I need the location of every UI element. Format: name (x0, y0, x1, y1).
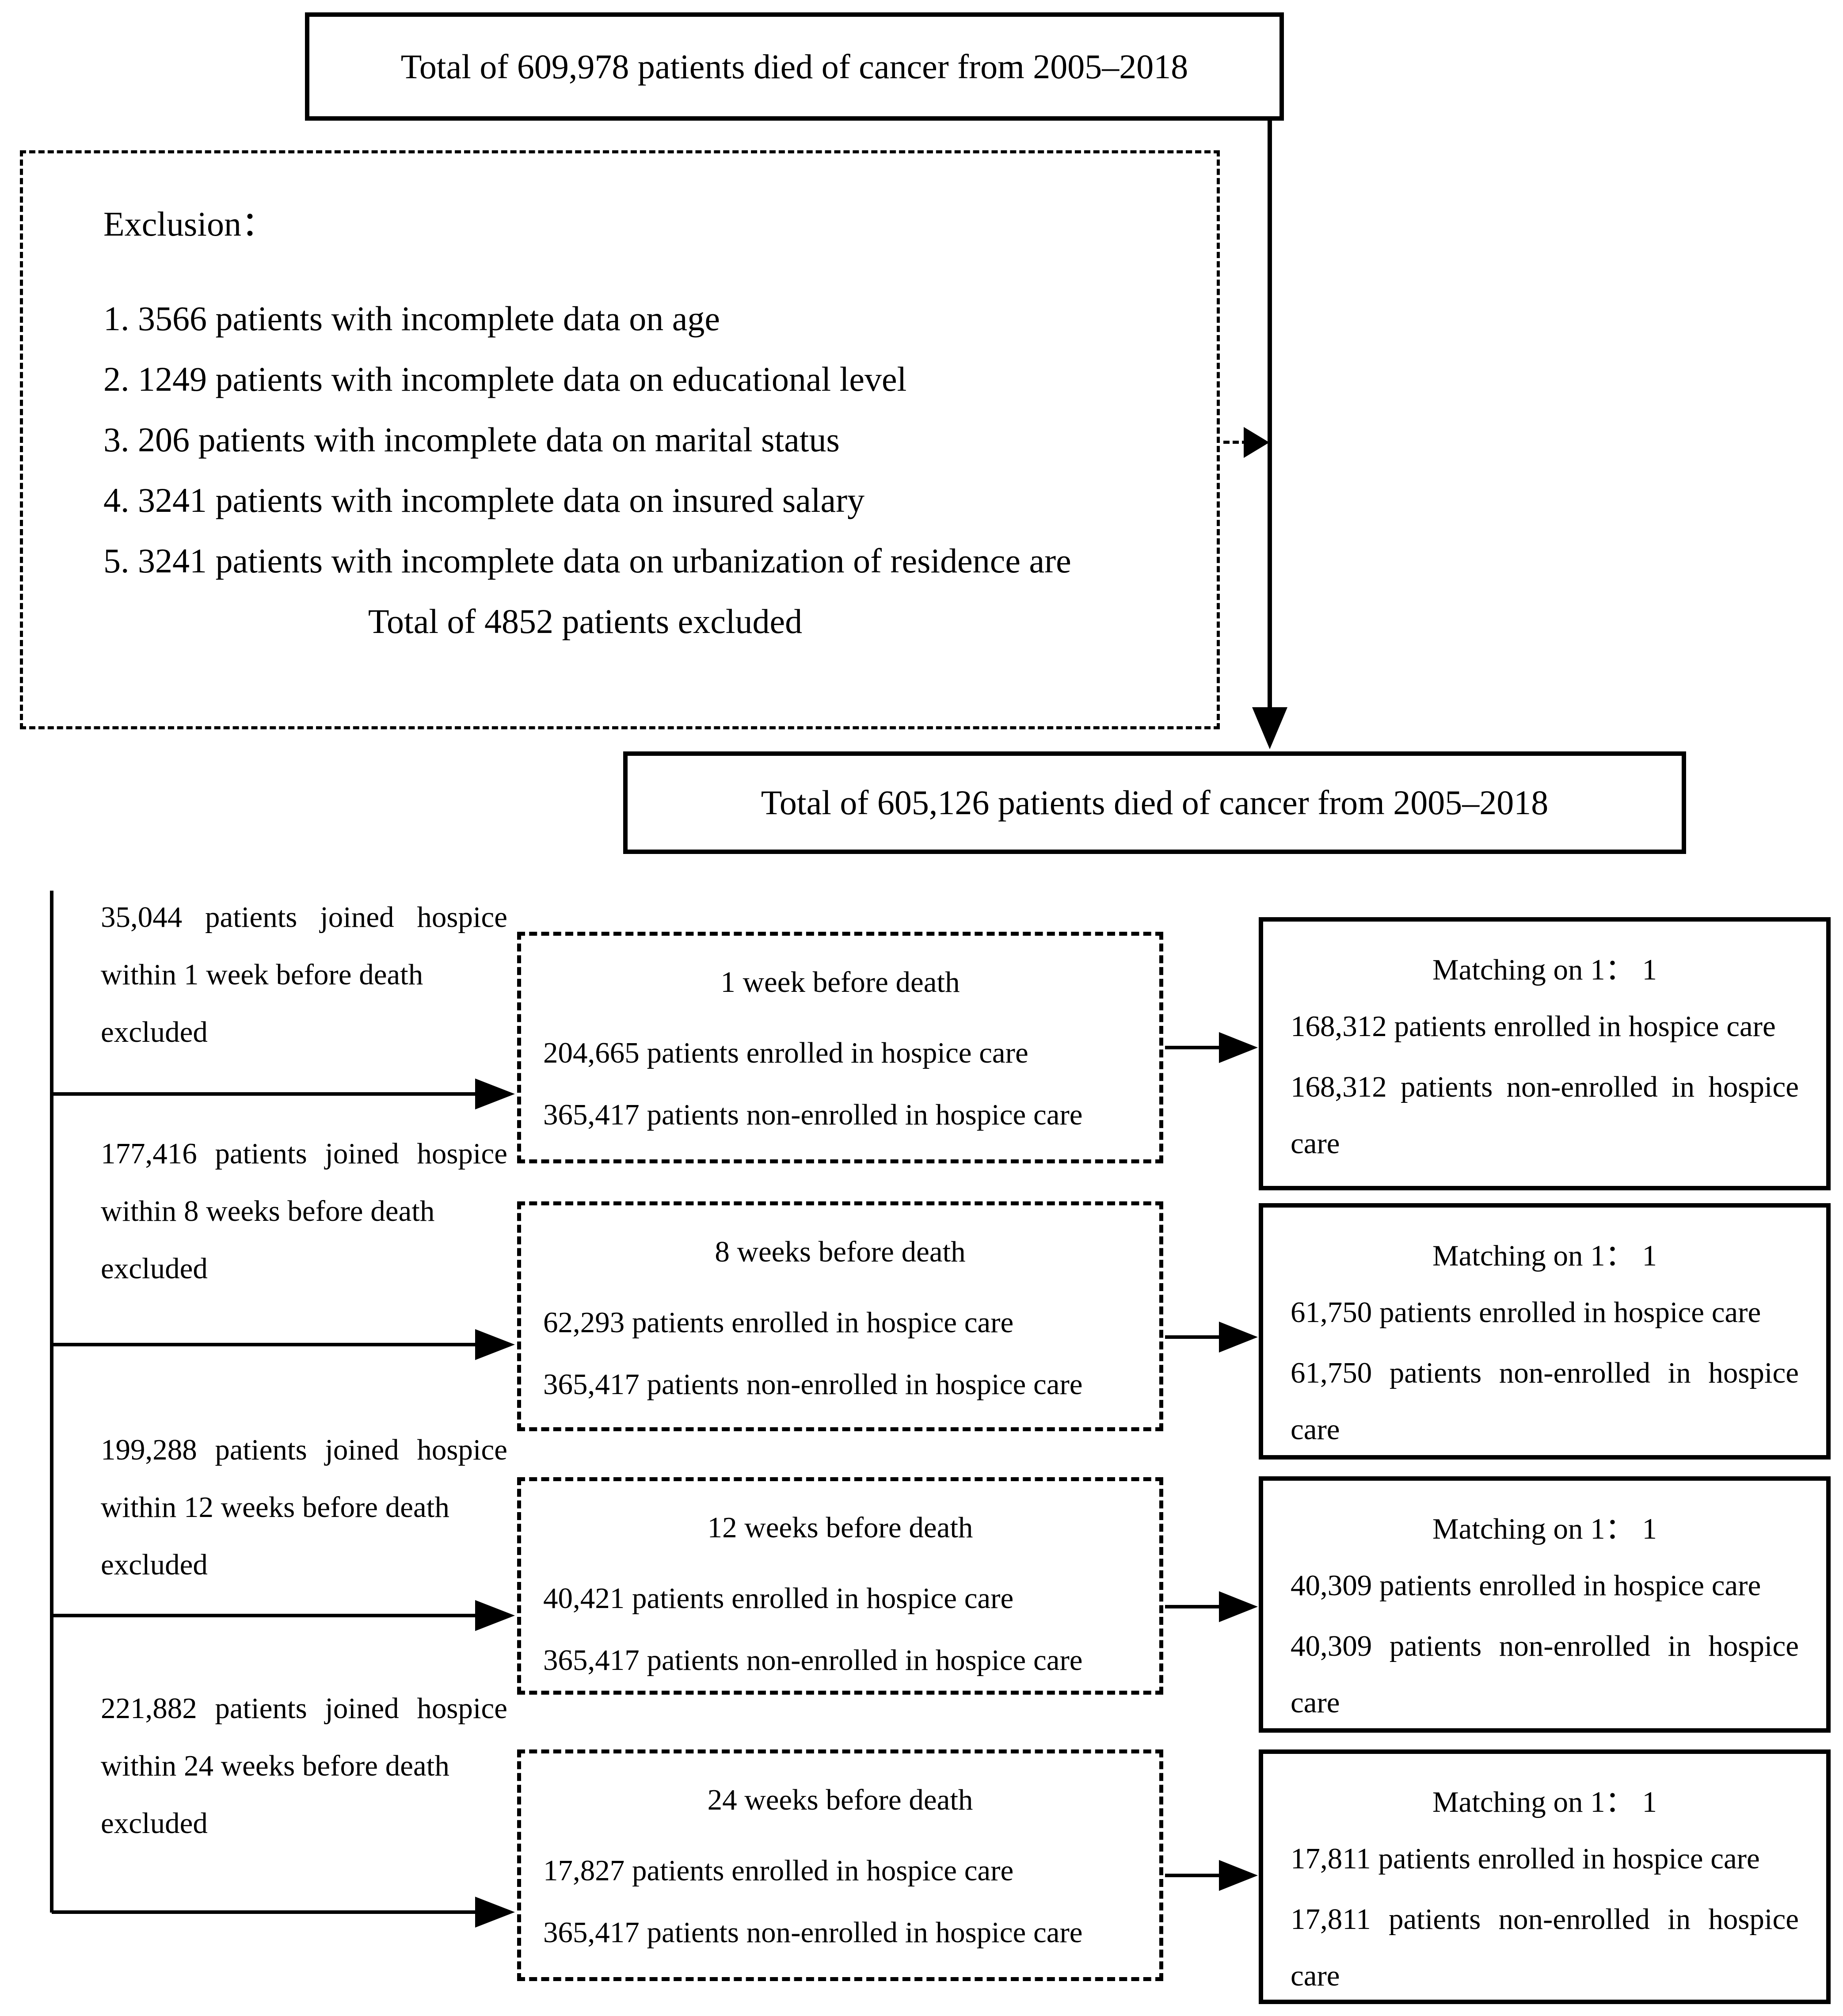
matching-enrolled: 17,811 patients enrolled in hospice care (1291, 1842, 1760, 1875)
exclusion-item: 4. 3241 patients with incomplete data on… (103, 481, 865, 519)
excluded-note-row1: 35,044 patients joined hospice within 1 … (101, 888, 507, 1061)
exclusion-connector-arrow-head-icon (1244, 427, 1269, 458)
matching-enrolled: 168,312 patients enrolled in hospice car… (1291, 1010, 1776, 1043)
period-enrolled: 204,665 patients enrolled in hospice car… (543, 1037, 1028, 1069)
exclusion-box: Exclusion： 1. 3566 patients with incompl… (20, 150, 1220, 729)
excluded-note-row2: 177,416 patients joined hospice within 8… (101, 1125, 507, 1297)
period-non-enrolled: 365,417 patients non-enrolled in hospice… (543, 1368, 1083, 1401)
period-title: 8 weeks before death (715, 1235, 966, 1268)
row3-match-arrow-shaft (1165, 1605, 1222, 1608)
exclusion-item: 3. 206 patients with incomplete data on … (103, 420, 840, 459)
excluded-note-line: excluded (101, 1807, 208, 1840)
row2-left-arrow-shaft (52, 1343, 476, 1346)
cohort-total-text: Total of 605,126 patients died of cancer… (761, 783, 1549, 822)
matching-box-8weeks: Matching on 1： 1 61,750 patients enrolle… (1259, 1203, 1831, 1460)
period-non-enrolled: 365,417 patients non-enrolled in hospice… (543, 1644, 1083, 1677)
row1-left-arrow-head-icon (475, 1079, 515, 1109)
matching-enrolled: 61,750 patients enrolled in hospice care (1291, 1296, 1761, 1329)
matching-non-enrolled: 168,312 patients non-enrolled in hospice… (1291, 1071, 1799, 1160)
cohort-total-box: Total of 605,126 patients died of cancer… (623, 751, 1686, 854)
excluded-note-line: 221,882 patients joined hospice (101, 1692, 507, 1725)
row1-match-arrow-head-icon (1219, 1032, 1258, 1063)
row3-left-arrow-head-icon (475, 1600, 515, 1631)
matching-non-enrolled: 40,309 patients non-enrolled in hospice … (1291, 1630, 1799, 1719)
excluded-note-line: excluded (101, 1252, 208, 1285)
row4-match-arrow-head-icon (1219, 1860, 1258, 1891)
period-enrolled: 17,827 patients enrolled in hospice care (543, 1854, 1014, 1887)
row1-match-arrow-shaft (1165, 1046, 1222, 1049)
matching-title: Matching on 1： 1 (1432, 1239, 1657, 1272)
period-title: 12 weeks before death (707, 1511, 973, 1544)
matching-enrolled: 40,309 patients enrolled in hospice care (1291, 1569, 1761, 1602)
period-box-8weeks: 8 weeks before death 62,293 patients enr… (517, 1201, 1163, 1431)
row3-match-arrow-head-icon (1219, 1591, 1258, 1622)
row4-match-arrow-shaft (1165, 1874, 1222, 1877)
exclusion-item-list: 1. 3566 patients with incomplete data on… (103, 288, 1199, 652)
top-flow-arrow-head-icon (1252, 707, 1287, 749)
excluded-note-row3: 199,288 patients joined hospice within 1… (101, 1421, 507, 1593)
period-box-1week: 1 week before death 204,665 patients enr… (517, 932, 1163, 1163)
top-total-text: Total of 609,978 patients died of cancer… (400, 47, 1188, 86)
exclusion-item: 2. 1249 patients with incomplete data on… (103, 360, 907, 398)
exclusion-heading: Exclusion： (103, 205, 276, 243)
row2-match-arrow-head-icon (1219, 1322, 1258, 1353)
exclusion-total-line: Total of 4852 patients excluded (368, 602, 803, 640)
row4-left-arrow-head-icon (475, 1897, 515, 1928)
matching-non-enrolled: 61,750 patients non-enrolled in hospice … (1291, 1357, 1799, 1446)
top-flow-arrow-shaft (1268, 121, 1272, 709)
excluded-note-line: 199,288 patients joined hospice (101, 1433, 507, 1466)
excluded-note-line: within 1 week before death (101, 958, 423, 991)
row2-match-arrow-shaft (1165, 1335, 1222, 1339)
excluded-note-line: within 8 weeks before death (101, 1195, 435, 1227)
exclusion-connector-line (1223, 441, 1248, 444)
row3-left-arrow-shaft (52, 1614, 476, 1617)
excluded-note-line: 35,044 patients joined hospice (101, 901, 507, 934)
matching-title: Matching on 1： 1 (1432, 1513, 1657, 1545)
excluded-note-row4: 221,882 patients joined hospice within 2… (101, 1680, 507, 1852)
exclusion-branch-spine (50, 891, 53, 1913)
period-non-enrolled: 365,417 patients non-enrolled in hospice… (543, 1916, 1083, 1949)
matching-box-24weeks: Matching on 1： 1 17,811 patients enrolle… (1259, 1749, 1831, 2004)
excluded-note-line: within 24 weeks before death (101, 1749, 449, 1782)
matching-box-1week: Matching on 1： 1 168,312 patients enroll… (1259, 917, 1831, 1190)
period-box-12weeks: 12 weeks before death 40,421 patients en… (517, 1477, 1163, 1695)
period-non-enrolled: 365,417 patients non-enrolled in hospice… (543, 1098, 1083, 1131)
period-enrolled: 62,293 patients enrolled in hospice care (543, 1306, 1014, 1339)
row1-left-arrow-shaft (52, 1092, 476, 1096)
period-title: 24 weeks before death (707, 1784, 973, 1816)
period-enrolled: 40,421 patients enrolled in hospice care (543, 1582, 1014, 1615)
matching-title: Matching on 1： 1 (1432, 1786, 1657, 1818)
row4-left-arrow-shaft (52, 1910, 476, 1914)
exclusion-item: 1. 3566 patients with incomplete data on… (103, 299, 720, 338)
period-box-24weeks: 24 weeks before death 17,827 patients en… (517, 1749, 1163, 1981)
excluded-note-line: 177,416 patients joined hospice (101, 1137, 507, 1170)
excluded-note-line: excluded (101, 1016, 208, 1048)
row2-left-arrow-head-icon (475, 1329, 515, 1360)
excluded-note-line: within 12 weeks before death (101, 1491, 449, 1524)
top-total-box: Total of 609,978 patients died of cancer… (305, 12, 1284, 121)
matching-non-enrolled: 17,811 patients non-enrolled in hospice … (1291, 1903, 1799, 1992)
exclusion-item: 5. 3241 patients with incomplete data on… (103, 541, 1071, 580)
excluded-note-line: excluded (101, 1548, 208, 1581)
matching-title: Matching on 1： 1 (1432, 953, 1657, 986)
matching-box-12weeks: Matching on 1： 1 40,309 patients enrolle… (1259, 1476, 1831, 1733)
period-title: 1 week before death (720, 966, 960, 998)
